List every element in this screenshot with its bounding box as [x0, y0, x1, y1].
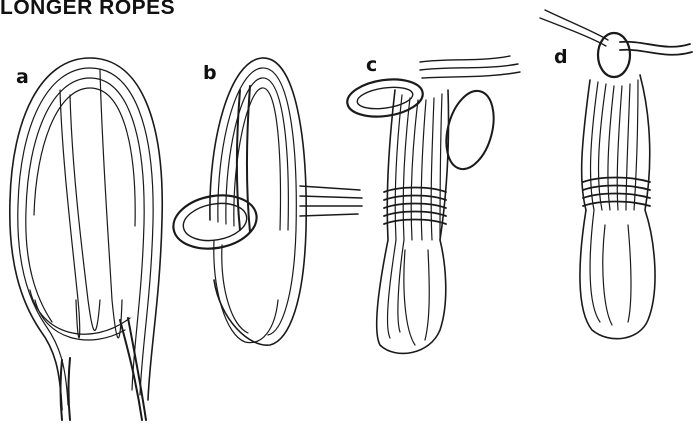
- rope-coil-c: [345, 56, 520, 353]
- rope-coil-b: [169, 58, 362, 345]
- rope-coil-a: [10, 58, 162, 420]
- rope-coil-d: [540, 10, 692, 339]
